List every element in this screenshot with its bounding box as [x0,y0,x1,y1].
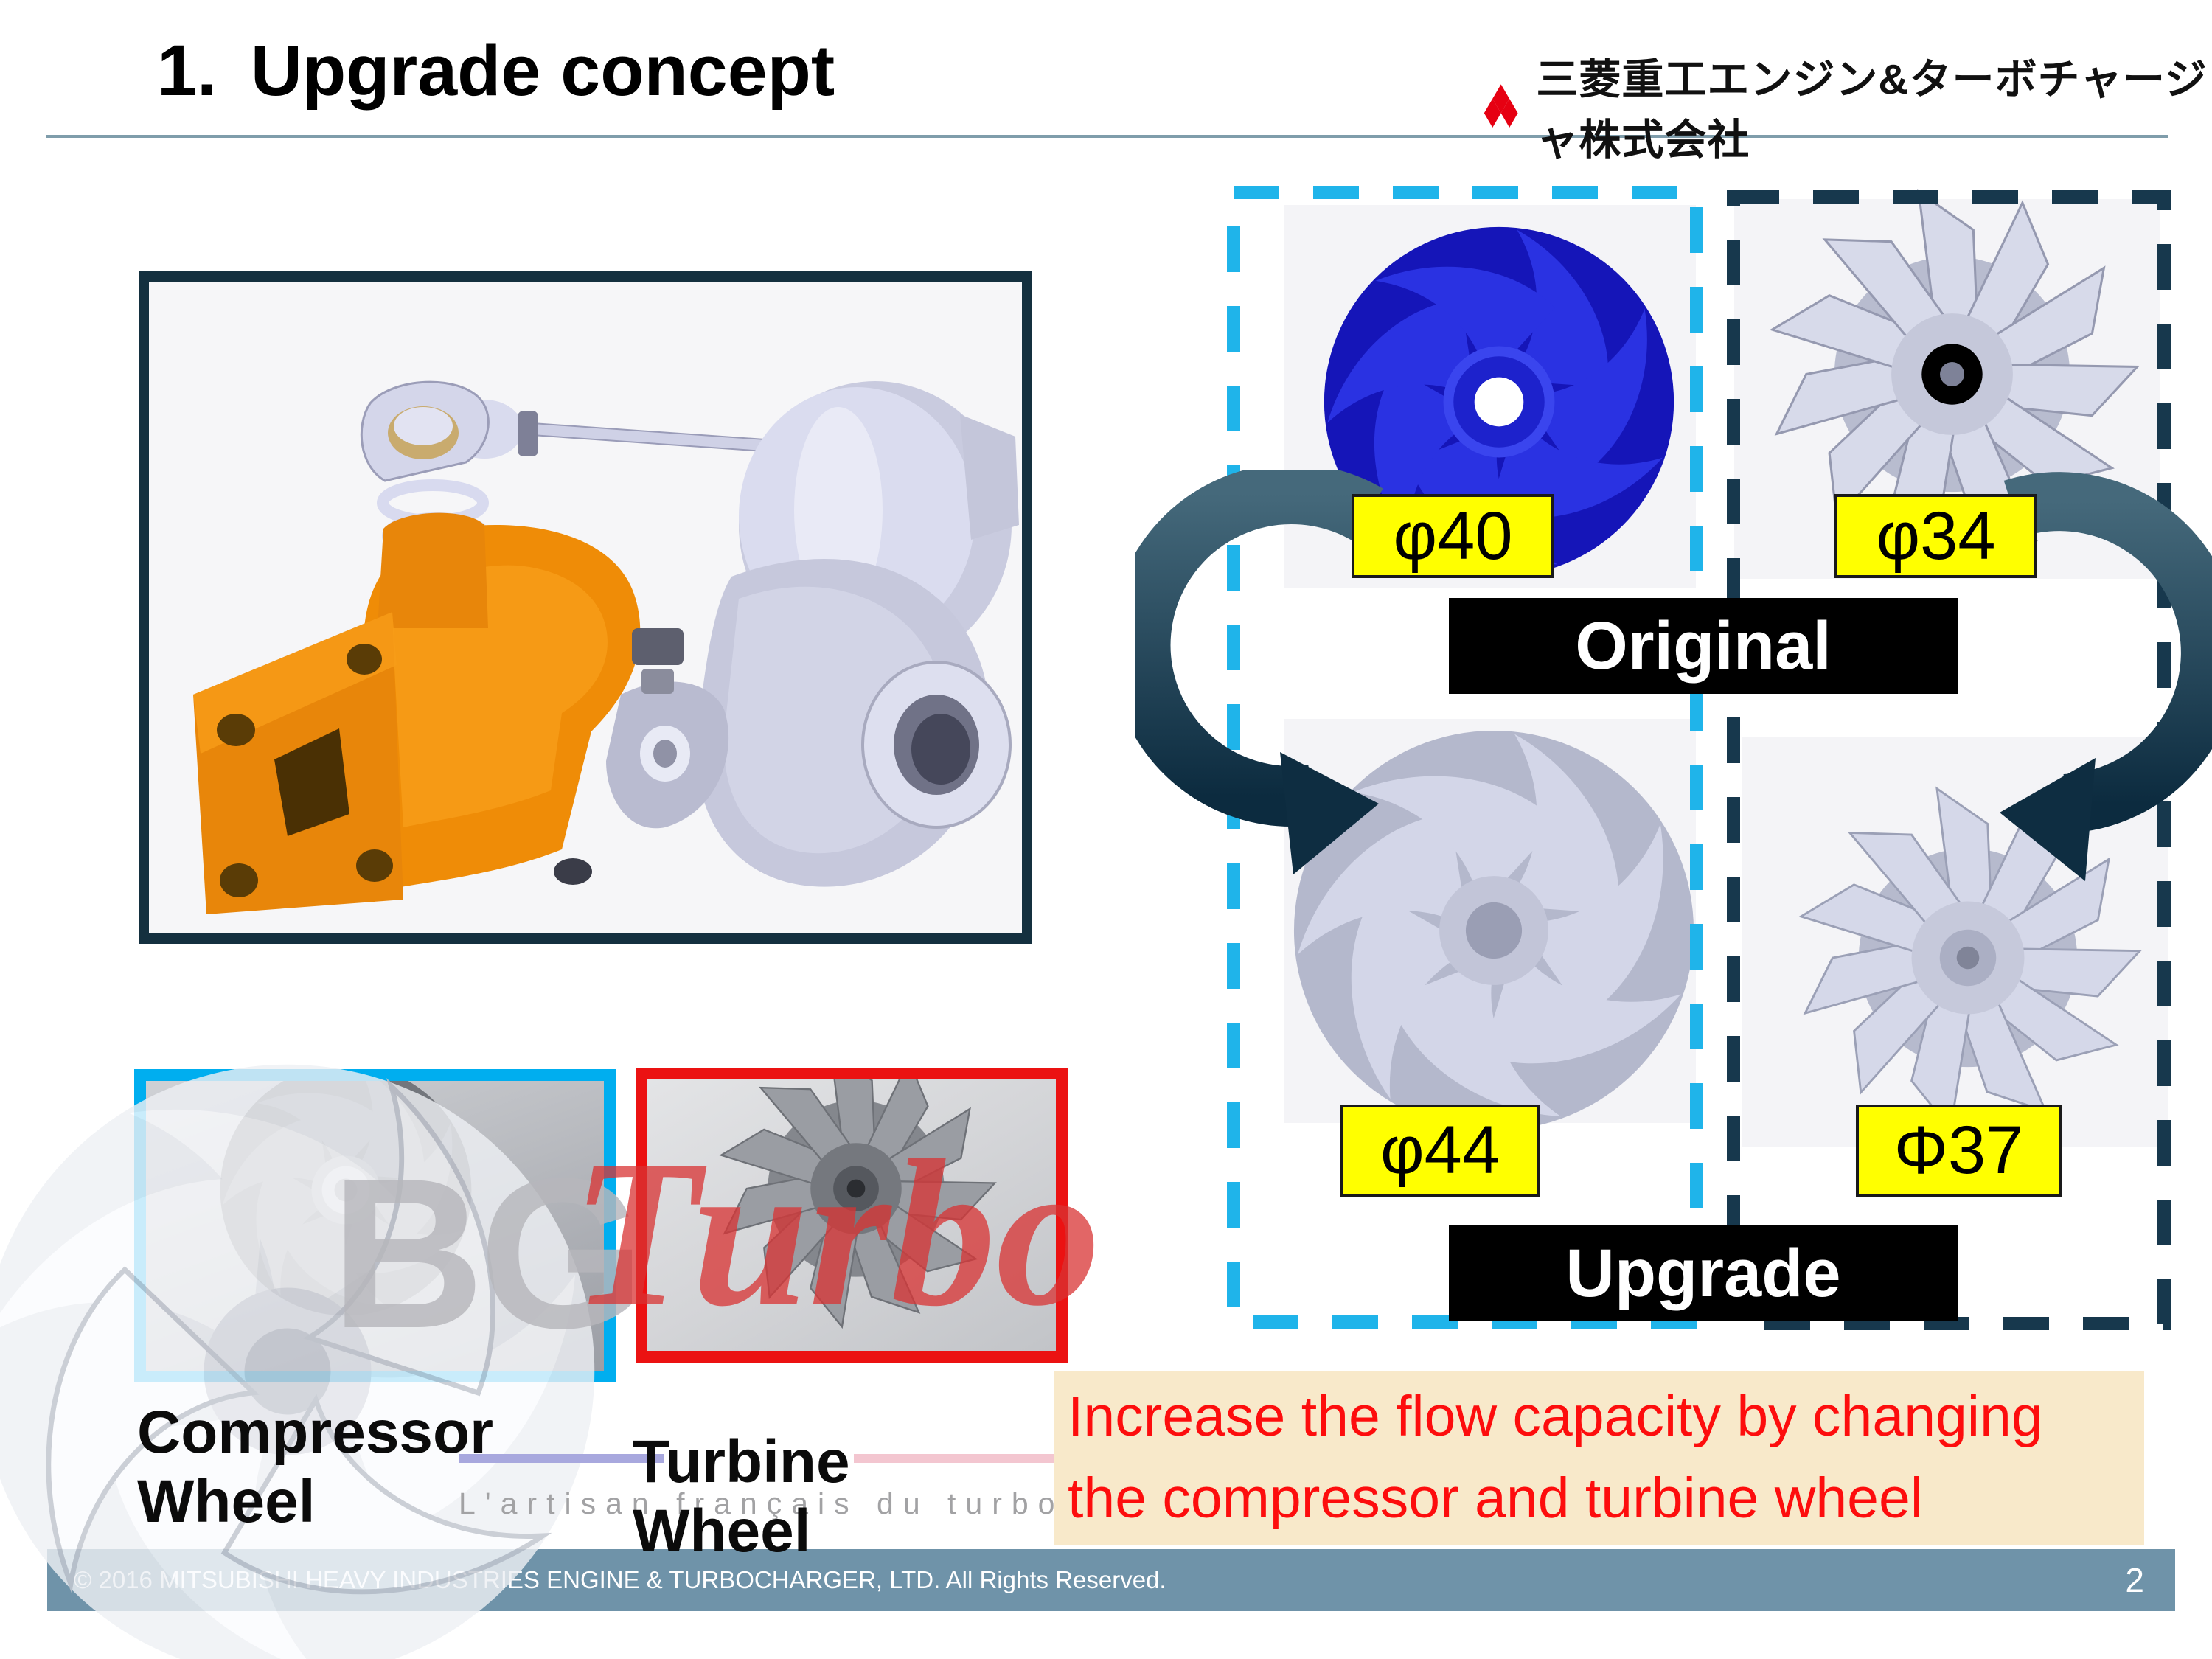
caption-line: Wheel [633,1498,811,1565]
original-compressor-size-label: φ40 [1352,494,1554,578]
caption-line: Compressor [137,1399,494,1466]
page-number: 2 [2125,1561,2144,1599]
caption-line: Turbine [633,1428,850,1495]
flow-capacity-callout: Increase the flow capacity by changing t… [1054,1371,2144,1545]
original-turbine-size-label: φ34 [1834,494,2037,578]
mitsubishi-logo-icon [1484,84,1518,128]
caption-line: Wheel [137,1468,316,1535]
size-value: Φ37 [1893,1113,2024,1188]
group-label-text: Original [1575,608,1832,684]
callout-line1: Increase the flow capacity by changing [1068,1385,2043,1448]
size-value: φ44 [1380,1113,1500,1188]
callout-text: Increase the flow capacity by changing t… [1068,1376,2043,1540]
compressor-wheel-caption: Compressor Wheel [137,1398,493,1537]
turbine-wheel-photo-box [636,1068,1068,1363]
compressor-upgrade-arrow-icon [1135,470,1383,874]
turbocharger-assembly-image [139,271,1032,944]
upgrade-compressor-size-label: φ44 [1340,1105,1540,1197]
company-name: 三菱重工エンジン&ターボチャージャ株式会社 [1536,56,2208,164]
upgrade-turbine-size-label: Φ37 [1856,1105,2062,1197]
upgrade-group-label: Upgrade [1449,1225,1958,1321]
page-title-number: 1. [157,30,217,111]
page-title-text: Upgrade concept [250,30,835,111]
turbine-wheel-caption: Turbine Wheel [633,1427,850,1566]
original-group-label: Original [1449,598,1958,694]
watermark-turbo-text: Turbo [571,1116,1101,1349]
watermark-flag-red-segment [854,1454,1072,1463]
watermark-flag-blue-segment [459,1454,664,1463]
callout-line2: the compressor and turbine wheel [1068,1467,1923,1530]
original-compressor-wheel-image [1318,221,1680,582]
size-value: φ34 [1876,498,1996,574]
watermark-tagline: L'artisan français du turbo. [459,1486,1082,1520]
ghost-compressor-wheel-image [0,1054,627,1659]
turbocharger-illustration [193,380,1019,914]
turbine-upgrade-arrow-icon [2000,472,2212,881]
header-divider [46,135,2168,138]
page-title: 1. Upgrade concept [157,29,835,112]
size-value: φ40 [1393,498,1513,574]
group-label-text: Upgrade [1565,1235,1841,1311]
company-header: 三菱重工エンジン&ターボチャージャ株式会社 [1476,46,2212,167]
watermark-bg-text: BG [330,1134,645,1373]
